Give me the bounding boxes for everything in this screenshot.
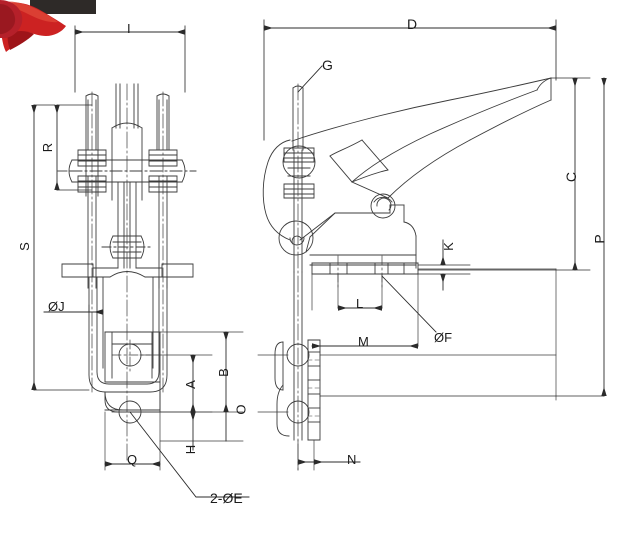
dimension-label-N: N [347,452,357,467]
front-view-dimension-lines [31,29,250,498]
dimension-label-Q: Q [127,452,138,467]
dimension-label-K: K [440,242,456,251]
dark-photo-bar [30,0,96,14]
dimension-label-diameter-J: ØJ [48,299,65,314]
dimension-label-I: I [127,21,131,36]
dimension-label-G: G [322,57,333,73]
dimension-label-L: L [356,296,364,311]
dimension-label-D: D [407,16,418,32]
red-clamp-handle-photo-partial [0,0,23,38]
dimension-label-O: O [233,404,249,415]
dimension-label-diameter-F: ØF [434,330,453,345]
dimension-label-A: A [182,380,198,389]
dimension-label-S: S [16,242,32,251]
dimension-label-R: R [40,142,56,153]
dimension-label-M: M [358,334,369,349]
front-view-geometry [57,25,244,471]
side-view-geometry [257,19,557,471]
dimension-label-2-diameter-E: 2-ØE [210,490,243,506]
dimension-label-H: H [183,444,199,455]
dimension-label-P: P [591,234,608,244]
side-view-dimension-lines [263,25,607,465]
dimension-label-B: B [215,368,231,377]
dimension-label-C: C [563,171,580,183]
